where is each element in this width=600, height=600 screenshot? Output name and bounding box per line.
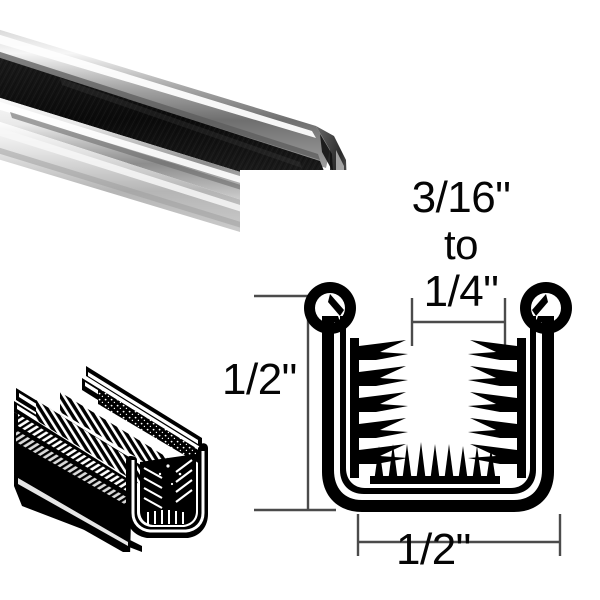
channel-profile xyxy=(304,282,572,512)
dimension-line-2: to xyxy=(443,221,479,268)
dimension-lines xyxy=(254,294,562,556)
glass-thickness-dimension-label: 3/16" to 1/4" xyxy=(396,176,526,314)
dimension-line-3: 1/4" xyxy=(423,267,499,316)
cross-section-drawing xyxy=(240,170,600,590)
height-dimension-label: 1/2" xyxy=(222,355,297,404)
overall-width-dimension-label: 1/2" xyxy=(396,525,471,574)
dimension-line-1: 3/16" xyxy=(411,173,511,222)
window-channel-isometric-illustration xyxy=(2,356,226,552)
